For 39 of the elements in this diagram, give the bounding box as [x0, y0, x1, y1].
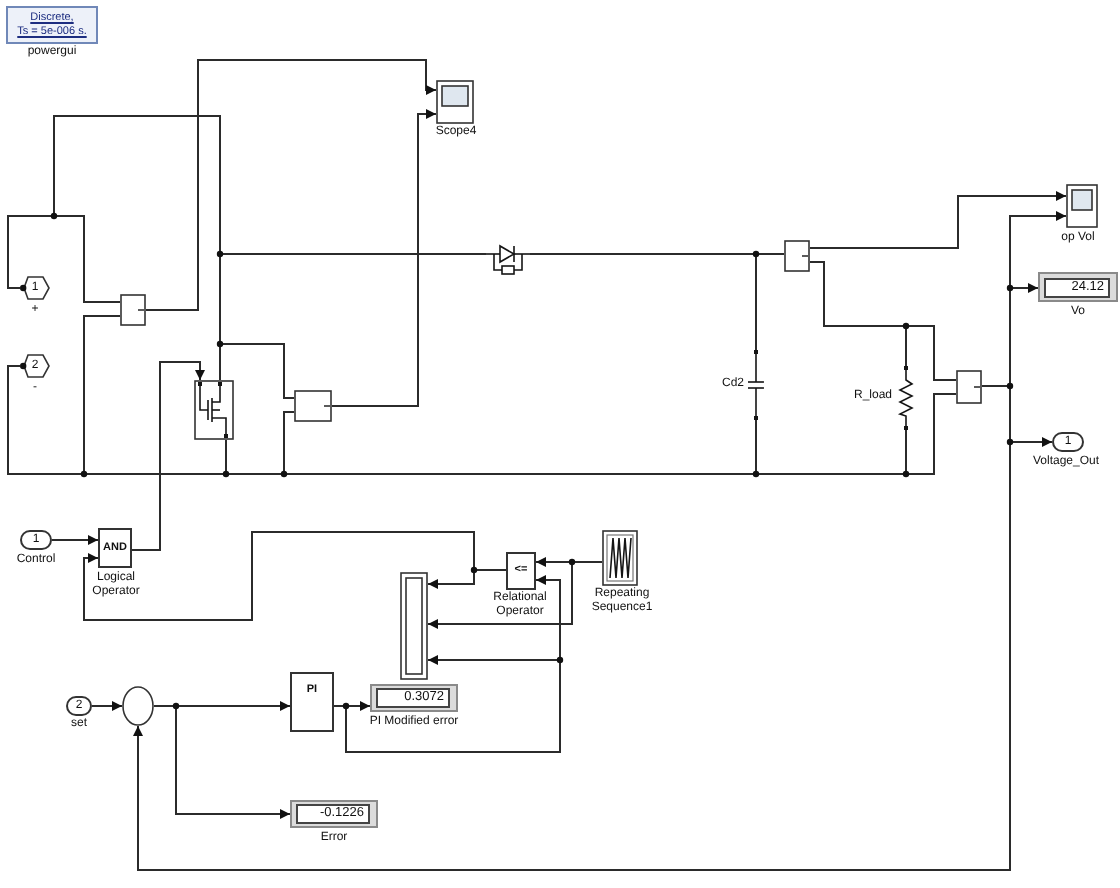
inport-block: [66, 696, 92, 716]
mosfet-symbol: [194, 380, 234, 440]
scope-block: [1066, 184, 1098, 228]
resistor-symbol: [896, 366, 916, 430]
display-block: [370, 684, 458, 712]
signal-arrow: [333, 701, 371, 711]
signal-arrow: [91, 701, 123, 711]
connection-port: [20, 276, 50, 300]
solver-settings-block: [6, 6, 98, 44]
inport-block: [20, 530, 52, 550]
signal-arrow: [427, 569, 507, 589]
signal-arrow: [145, 59, 437, 311]
signal-arrow: [131, 361, 205, 551]
capacitor-symbol: [748, 350, 764, 420]
sawtooth-source-block: [602, 530, 638, 586]
signal-arrow: [331, 109, 437, 407]
sum-block: [122, 686, 154, 726]
signal-arrow: [427, 561, 603, 629]
connection-line: [529, 253, 785, 255]
connection-line: [809, 261, 957, 381]
signal-arrow: [51, 535, 99, 545]
relational-operator-block: [506, 552, 536, 590]
current-sensor-block: [784, 240, 810, 272]
voltage-sensor-block: [120, 294, 146, 326]
diode-symbol: [486, 242, 530, 276]
display-block: [290, 800, 378, 828]
connection-port: [20, 354, 50, 378]
voltage-sensor-block: [956, 370, 982, 404]
scope-block: [436, 80, 474, 124]
outport-block: [1052, 432, 1084, 452]
logic-operator-block: [98, 528, 132, 568]
signal-arrow: [809, 191, 1067, 249]
connection-line: [219, 343, 295, 399]
signal-arrow: [153, 705, 291, 819]
display-block: [1038, 272, 1118, 302]
controller-block: [290, 672, 334, 732]
signal-arrow: [133, 385, 1011, 871]
voltage-sensor-block: [294, 390, 332, 422]
scope-block: [400, 572, 428, 680]
